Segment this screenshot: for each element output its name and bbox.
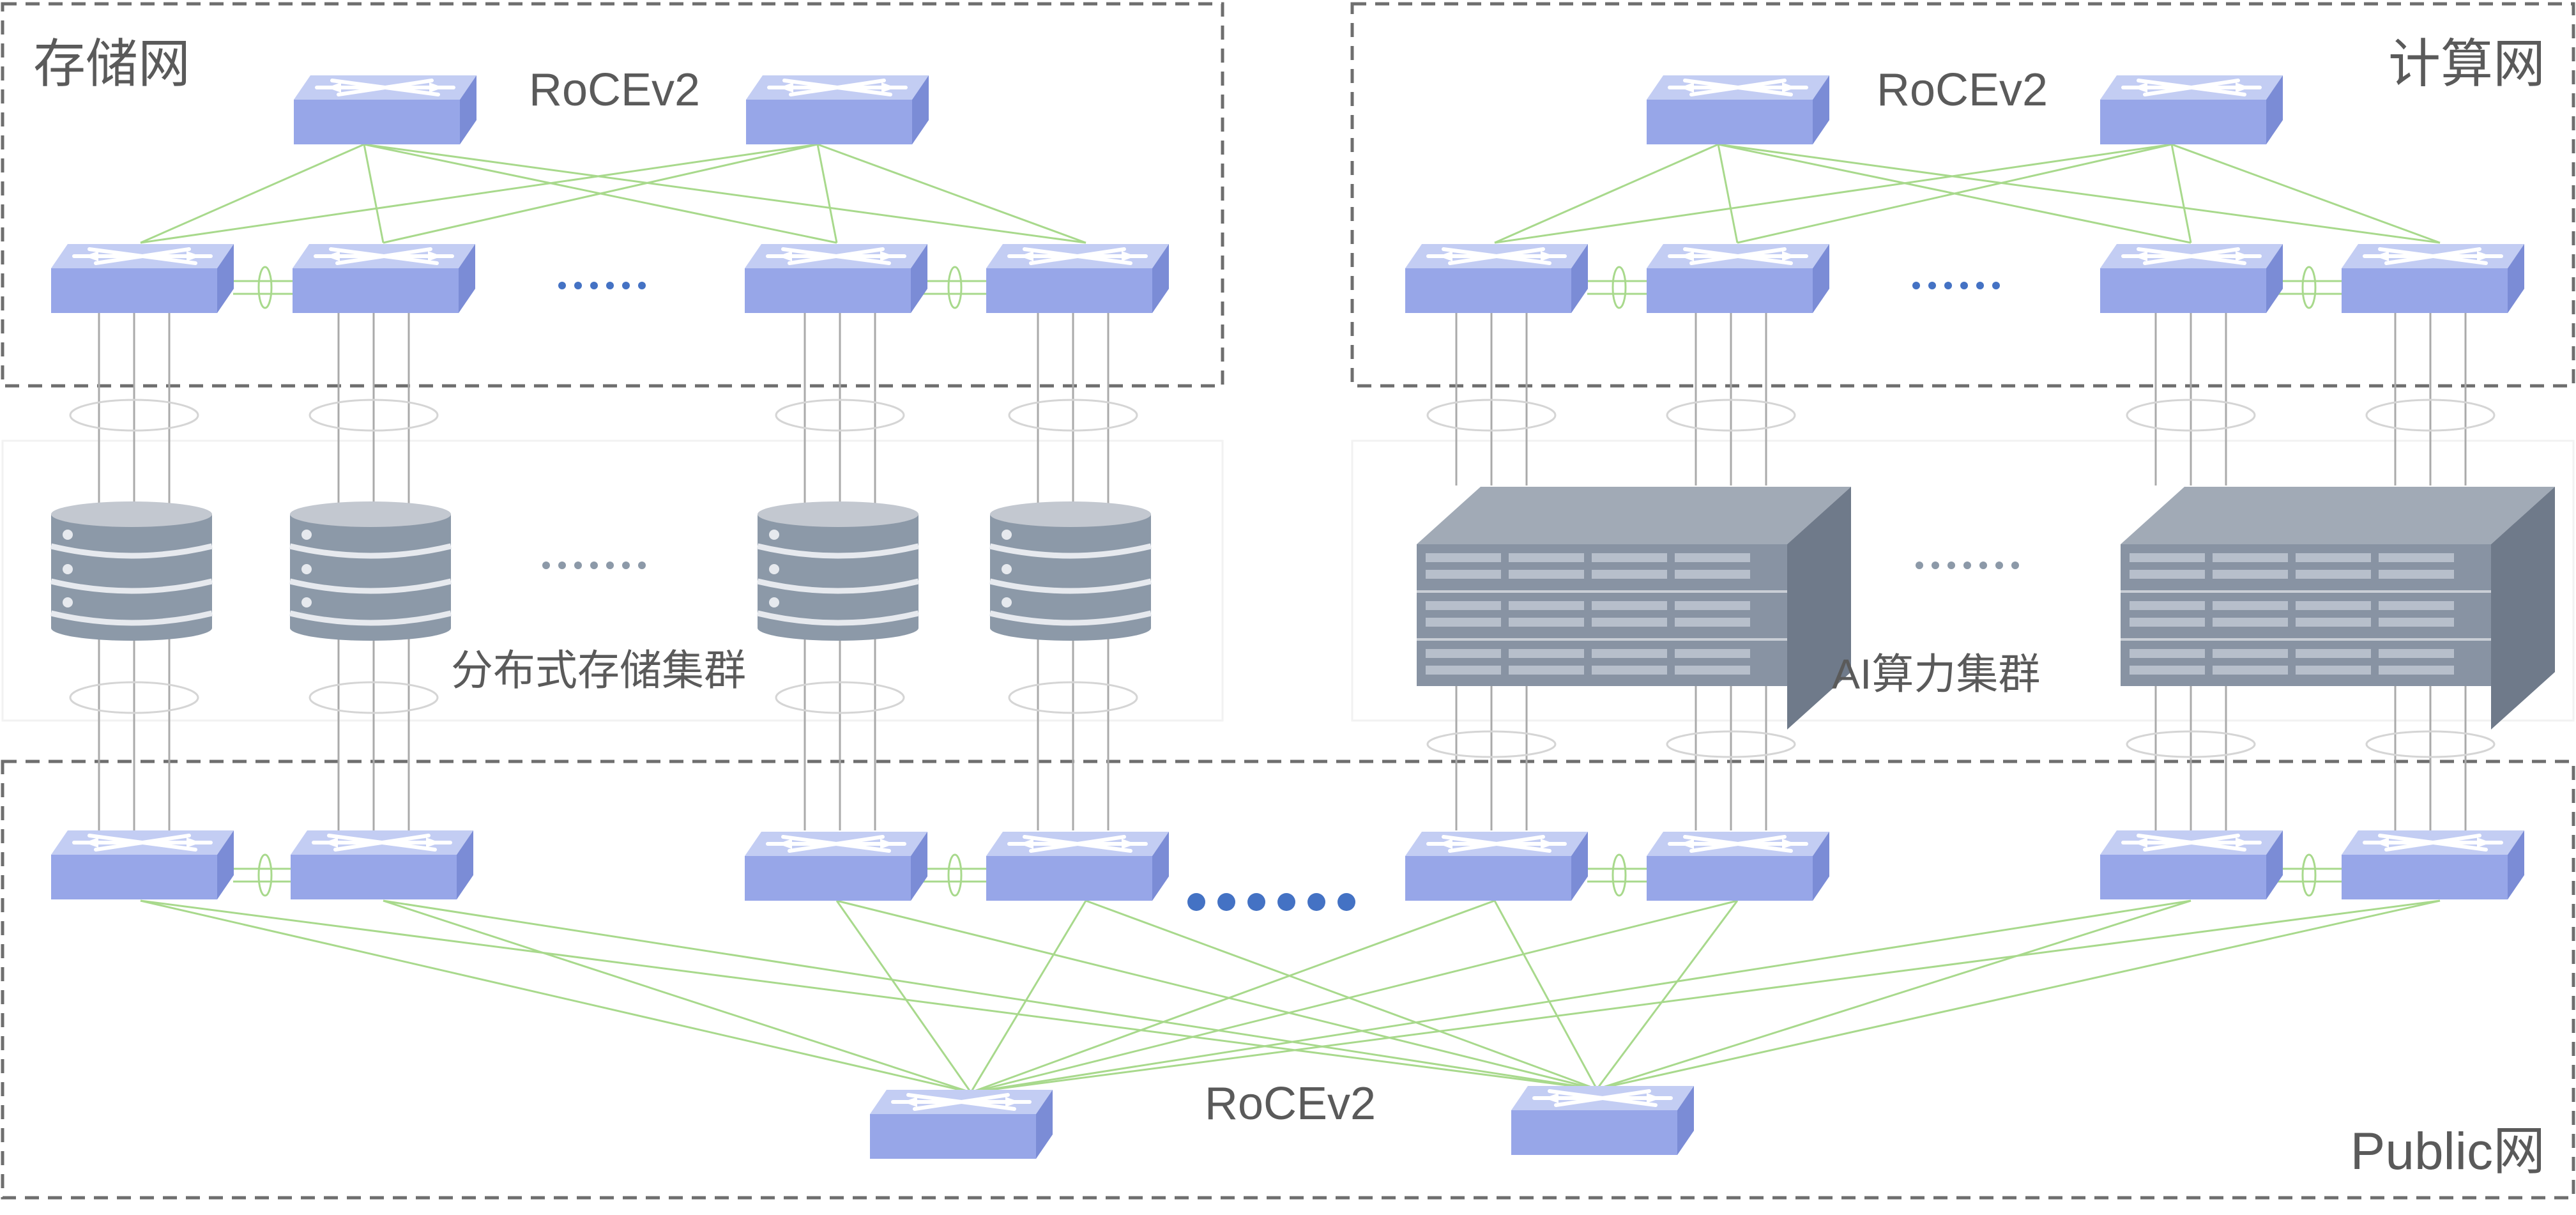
lag-ellipses bbox=[69, 399, 2496, 758]
device-links bbox=[98, 313, 2467, 830]
server-rack-icon bbox=[1417, 487, 1851, 730]
storage-spine-switch-icon bbox=[294, 75, 476, 144]
compute-leaf-switch-icon bbox=[1647, 244, 1829, 313]
compute-net-label: 计算网 bbox=[2388, 35, 2545, 93]
public-leaf-switch-icon bbox=[2100, 830, 2283, 899]
compute-mesh-links bbox=[1494, 143, 2441, 244]
storage-disk-icon bbox=[758, 501, 918, 641]
compute-spine-switch-icon bbox=[1647, 75, 1829, 144]
storage-disk-icon bbox=[290, 501, 451, 641]
compute-net-region bbox=[1350, 2, 2575, 388]
ellipsis-dots-compute-cluster bbox=[1916, 562, 2019, 569]
public-leaf-switch-icon bbox=[291, 830, 473, 899]
storage-net-region bbox=[1, 2, 1224, 388]
public-protocol-label: RoCEv2 bbox=[1205, 1078, 1376, 1129]
compute-cluster-label: AI算力集群 bbox=[1832, 650, 2040, 698]
public-net-region bbox=[1, 760, 2575, 1200]
server-rack-icon bbox=[2121, 487, 2555, 730]
compute-protocol-label: RoCEv2 bbox=[1877, 65, 2048, 116]
compute-leaf-switch-icon bbox=[2342, 244, 2524, 313]
storage-leaf-switch-icon bbox=[745, 244, 927, 313]
public-leaf-switch-icon bbox=[986, 832, 1169, 901]
public-leaf-switch-icon bbox=[2342, 830, 2524, 899]
public-mesh-links bbox=[140, 899, 2441, 1094]
public-leaf-switch-icon bbox=[51, 830, 234, 899]
storage-cluster-area bbox=[1, 439, 1224, 722]
compute-leaf-switch-icon bbox=[1405, 244, 1588, 313]
public-leaf-switch-icon bbox=[745, 832, 927, 901]
storage-leaf-switch-icon bbox=[51, 244, 234, 313]
public-leaf-switch-icon bbox=[1405, 832, 1588, 901]
storage-spine-switch-icon bbox=[746, 75, 929, 144]
storage-cluster-label: 分布式存储集群 bbox=[451, 646, 746, 694]
storage-leaf-switch-icon bbox=[293, 244, 475, 313]
public-spine-switch-icon bbox=[870, 1090, 1053, 1159]
storage-disk-icon bbox=[990, 501, 1151, 641]
compute-spine-switch-icon bbox=[2100, 75, 2283, 144]
public-spine-switch-icon bbox=[1511, 1086, 1694, 1155]
compute-cluster-area bbox=[1351, 439, 2575, 722]
peer-links bbox=[233, 266, 2344, 897]
storage-mesh-links bbox=[140, 143, 1086, 244]
storage-disk-icon bbox=[51, 501, 212, 641]
ellipsis-dots-storage-cluster bbox=[542, 562, 646, 569]
public-leaf-switch-icon bbox=[1647, 832, 1829, 901]
storage-net-label: 存储网 bbox=[33, 35, 190, 93]
public-net-label: Public网 bbox=[2351, 1122, 2545, 1181]
ellipsis-dots-public-net bbox=[1187, 893, 1355, 911]
ellipsis-dots-storage-net bbox=[558, 282, 646, 289]
compute-leaf-switch-icon bbox=[2100, 244, 2283, 313]
ellipsis-dots-compute-net bbox=[1912, 282, 2000, 289]
storage-protocol-label: RoCEv2 bbox=[529, 65, 700, 116]
storage-leaf-switch-icon bbox=[986, 244, 1169, 313]
